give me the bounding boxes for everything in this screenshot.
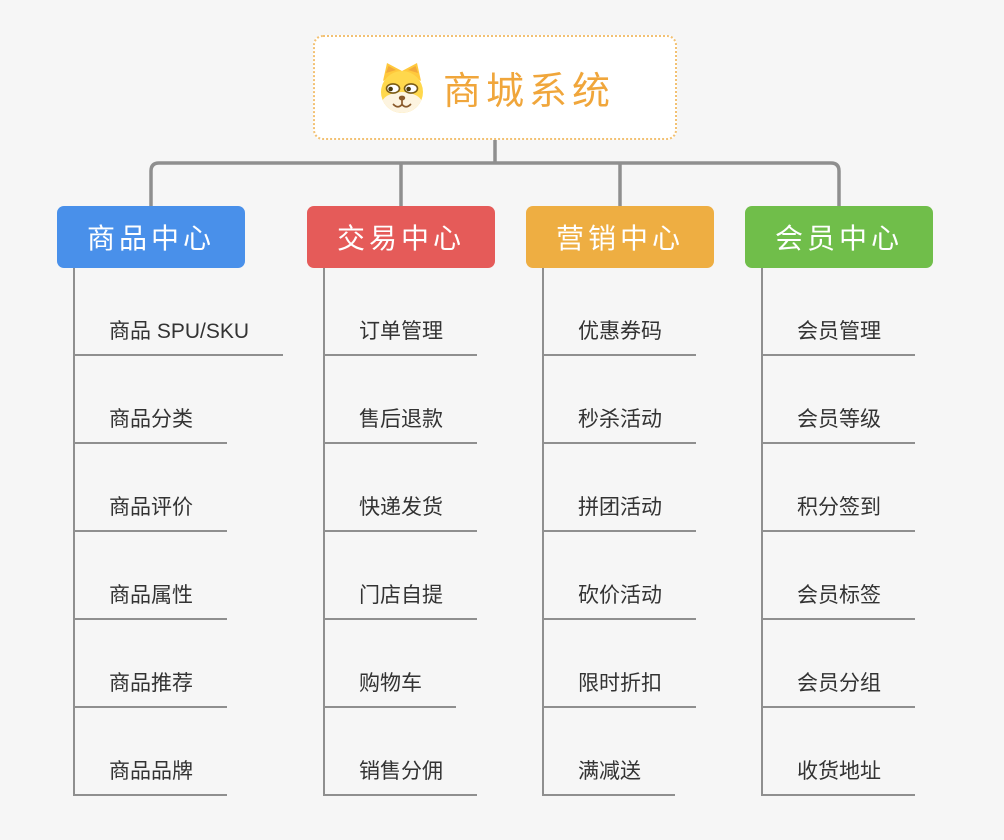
branch-header[interactable]: 交易中心 [307,206,495,268]
branch-items: 会员管理会员等级积分签到会员标签会员分组收货地址 [761,268,915,796]
child-topic[interactable]: 购物车 [325,620,456,708]
child-topic[interactable]: 售后退款 [325,356,477,444]
child-topic-label: 商品 SPU/SKU [109,320,250,343]
child-topic-label: 秒杀活动 [578,408,662,431]
child-topic[interactable]: 商品属性 [75,532,227,620]
child-topic[interactable]: 销售分佣 [325,708,477,796]
child-topic[interactable]: 快递发货 [325,444,477,532]
dog-face-icon [375,61,429,115]
branch-items: 订单管理售后退款快递发货门店自提购物车销售分佣 [323,268,477,796]
branch-header[interactable]: 会员中心 [745,206,933,268]
child-topic-label: 售后退款 [359,408,443,431]
child-topic[interactable]: 会员分组 [763,620,915,708]
child-topic-label: 商品品牌 [109,760,193,783]
child-topic[interactable]: 收货地址 [763,708,915,796]
child-topic[interactable]: 订单管理 [325,268,477,356]
branch-column: 商品中心商品 SPU/SKU 商品分类商品评价商品属性商品推荐商品品牌 [57,206,287,796]
child-topic-label: 门店自提 [359,584,443,607]
child-topic-label: 会员等级 [797,408,881,431]
branch-header[interactable]: 商品中心 [57,206,245,268]
child-topic-label: 商品评价 [109,496,193,519]
child-topic[interactable]: 商品品牌 [75,708,227,796]
child-topic-label: 会员管理 [797,320,881,343]
branch-column: 会员中心会员管理会员等级积分签到会员标签会员分组收货地址 [745,206,975,796]
child-topic[interactable]: 商品 SPU/SKU [75,268,284,356]
branch-column: 交易中心订单管理售后退款快递发货门店自提购物车销售分佣 [307,206,537,796]
child-topic[interactable]: 积分签到 [763,444,915,532]
child-topic-label: 会员分组 [797,672,881,695]
root-title: 商城系统 [442,71,615,113]
child-topic-label: 积分签到 [797,496,881,519]
child-topic-label: 商品推荐 [109,672,193,695]
child-topic-label: 订单管理 [359,320,443,343]
child-topic-label: 商品属性 [109,584,193,607]
child-topic[interactable]: 秒杀活动 [544,356,696,444]
child-topic[interactable]: 商品评价 [75,444,227,532]
branch-items: 优惠券码秒杀活动拼团活动砍价活动限时折扣满减送 [542,268,696,796]
child-topic-label: 收货地址 [797,760,881,783]
child-topic-label: 快递发货 [359,496,443,519]
child-topic[interactable]: 门店自提 [325,532,477,620]
child-topic-label: 会员标签 [797,584,881,607]
child-topic-label: 购物车 [359,672,422,695]
branch-items: 商品 SPU/SKU 商品分类商品评价商品属性商品推荐商品品牌 [73,268,284,796]
child-topic-label: 砍价活动 [578,584,662,607]
child-topic[interactable]: 限时折扣 [544,620,696,708]
child-topic[interactable]: 会员管理 [763,268,915,356]
child-topic[interactable]: 商品推荐 [75,620,227,708]
child-topic[interactable]: 会员标签 [763,532,915,620]
branch-column: 营销中心优惠券码秒杀活动拼团活动砍价活动限时折扣满减送 [526,206,756,796]
child-topic-label: 满减送 [578,760,641,783]
child-topic[interactable]: 满减送 [544,708,675,796]
child-topic-label: 商品分类 [109,408,193,431]
child-topic-label: 销售分佣 [359,760,443,783]
child-topic-label: 优惠券码 [578,320,662,343]
child-topic[interactable]: 会员等级 [763,356,915,444]
child-topic-label: 拼团活动 [578,496,662,519]
child-topic[interactable]: 拼团活动 [544,444,696,532]
child-topic-label: 限时折扣 [578,672,662,695]
child-topic[interactable]: 商品分类 [75,356,227,444]
branch-header[interactable]: 营销中心 [526,206,714,268]
child-topic[interactable]: 优惠券码 [544,268,696,356]
root-topic[interactable]: 商城系统 [313,35,677,140]
child-topic[interactable]: 砍价活动 [544,532,696,620]
